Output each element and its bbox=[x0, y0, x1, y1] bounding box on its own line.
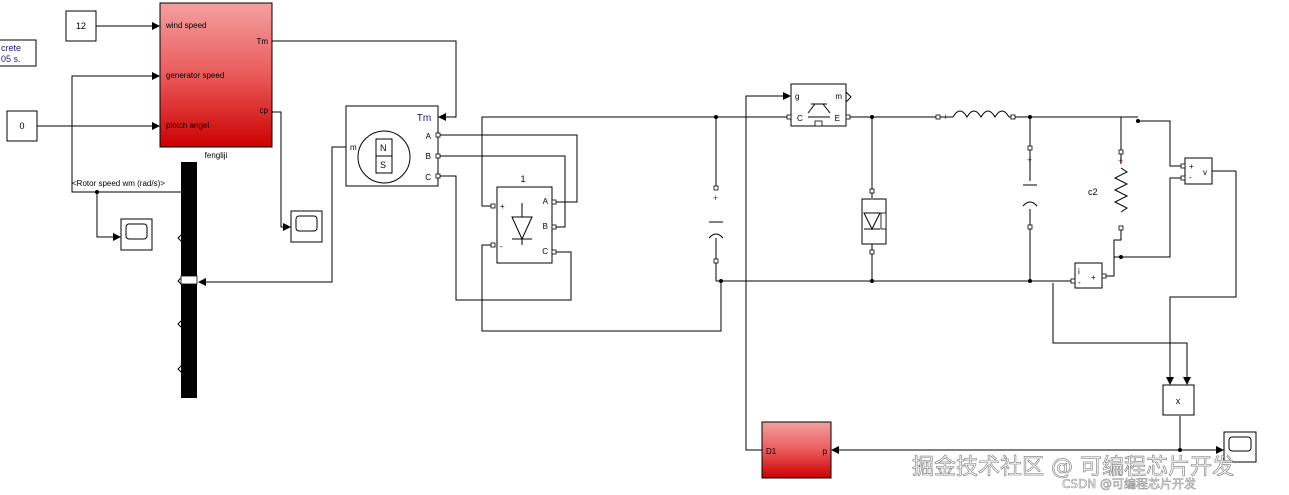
current-measurement-block[interactable]: i - + bbox=[1074, 262, 1103, 289]
ammeter-plus: + bbox=[1091, 273, 1096, 282]
watermark-main: 掘金技术社区 @ 可编程芯片开发 bbox=[912, 455, 1234, 480]
generator-port-b: B bbox=[426, 152, 431, 161]
wind-speed-value: 12 bbox=[76, 21, 86, 31]
powergui-block[interactable]: crete 05 s. bbox=[0, 39, 37, 67]
diode-rectifier-block[interactable]: 1 + - A B C bbox=[496, 174, 553, 264]
rectifier-name: 1 bbox=[520, 174, 525, 184]
voltmeter-plus: + bbox=[1189, 162, 1194, 171]
turbine-name: fengliji bbox=[205, 151, 228, 160]
generator-input-tm: Tm bbox=[417, 113, 431, 124]
freewheel-diode[interactable] bbox=[861, 198, 887, 245]
junction-dots bbox=[95, 115, 1182, 452]
rectifier-minus: - bbox=[500, 242, 503, 251]
resistor-label: c2 bbox=[1088, 187, 1098, 197]
turbine-input-gen-speed: generator speed bbox=[166, 71, 224, 80]
load-resistor[interactable]: + c2 bbox=[1088, 156, 1129, 213]
voltage-measurement-block[interactable]: + - v bbox=[1184, 157, 1213, 185]
rectifier-port-a: A bbox=[543, 197, 549, 206]
ammeter-output: i bbox=[1078, 267, 1080, 276]
signal-lines bbox=[37, 22, 1237, 454]
rectifier-port-b: B bbox=[543, 222, 548, 231]
controller-label-p: p bbox=[823, 447, 828, 456]
pole-n-icon: N bbox=[380, 143, 387, 153]
pole-s-icon: S bbox=[380, 160, 386, 170]
pmsg-generator-block[interactable]: N S Tm m A B C bbox=[345, 105, 441, 187]
bus-selector-bar[interactable] bbox=[177, 162, 198, 398]
igbt-port-c: C bbox=[797, 114, 803, 123]
turbine-input-pitch: piotch angel bbox=[166, 121, 209, 130]
scope-power[interactable] bbox=[1223, 431, 1257, 463]
igbt-switch-block[interactable]: g m C E bbox=[790, 83, 852, 127]
turbine-output-cp: cp bbox=[260, 106, 269, 115]
powergui-line2: 05 s. bbox=[1, 54, 21, 64]
watermark-sub: CSDN @可编程芯片开发 bbox=[1062, 476, 1196, 491]
pitch-constant[interactable]: 0 bbox=[6, 110, 38, 142]
voltmeter-output: v bbox=[1203, 168, 1207, 177]
wind-speed-constant[interactable]: 12 bbox=[65, 10, 97, 42]
turbine-output-tm: Tm bbox=[256, 37, 268, 46]
rectifier-plus: + bbox=[500, 202, 505, 211]
voltmeter-minus: - bbox=[1189, 173, 1192, 182]
product-label: x bbox=[1176, 396, 1181, 406]
scope-rotor-speed[interactable] bbox=[120, 218, 153, 251]
generator-port-a: A bbox=[426, 132, 432, 141]
igbt-port-m: m bbox=[835, 92, 842, 101]
electrical-wires bbox=[440, 116, 1236, 332]
powergui-line1: crete bbox=[1, 43, 21, 53]
generator-output-m: m bbox=[350, 143, 357, 152]
product-block[interactable]: x bbox=[1162, 384, 1195, 416]
port-connectors bbox=[490, 114, 1186, 284]
bus-signal-label: <Rotor speed wm (rad/s)> bbox=[72, 179, 165, 188]
scope-cp[interactable] bbox=[290, 210, 323, 243]
pwm-controller-block[interactable]: D1 p bbox=[761, 421, 832, 479]
svg-text:+: + bbox=[713, 193, 718, 203]
wind-turbine-block[interactable]: wind speed generator speed piotch angel … bbox=[159, 2, 273, 160]
controller-label-d1: D1 bbox=[766, 447, 777, 456]
rectifier-port-c: C bbox=[542, 247, 548, 256]
igbt-port-e: E bbox=[835, 114, 840, 123]
dc-link-capacitor[interactable]: + bbox=[708, 117, 724, 281]
igbt-port-g: g bbox=[795, 92, 799, 101]
ammeter-minus: - bbox=[1078, 278, 1081, 287]
turbine-input-wind: wind speed bbox=[165, 21, 206, 30]
pitch-value: 0 bbox=[19, 121, 24, 131]
generator-port-c: C bbox=[425, 173, 431, 182]
